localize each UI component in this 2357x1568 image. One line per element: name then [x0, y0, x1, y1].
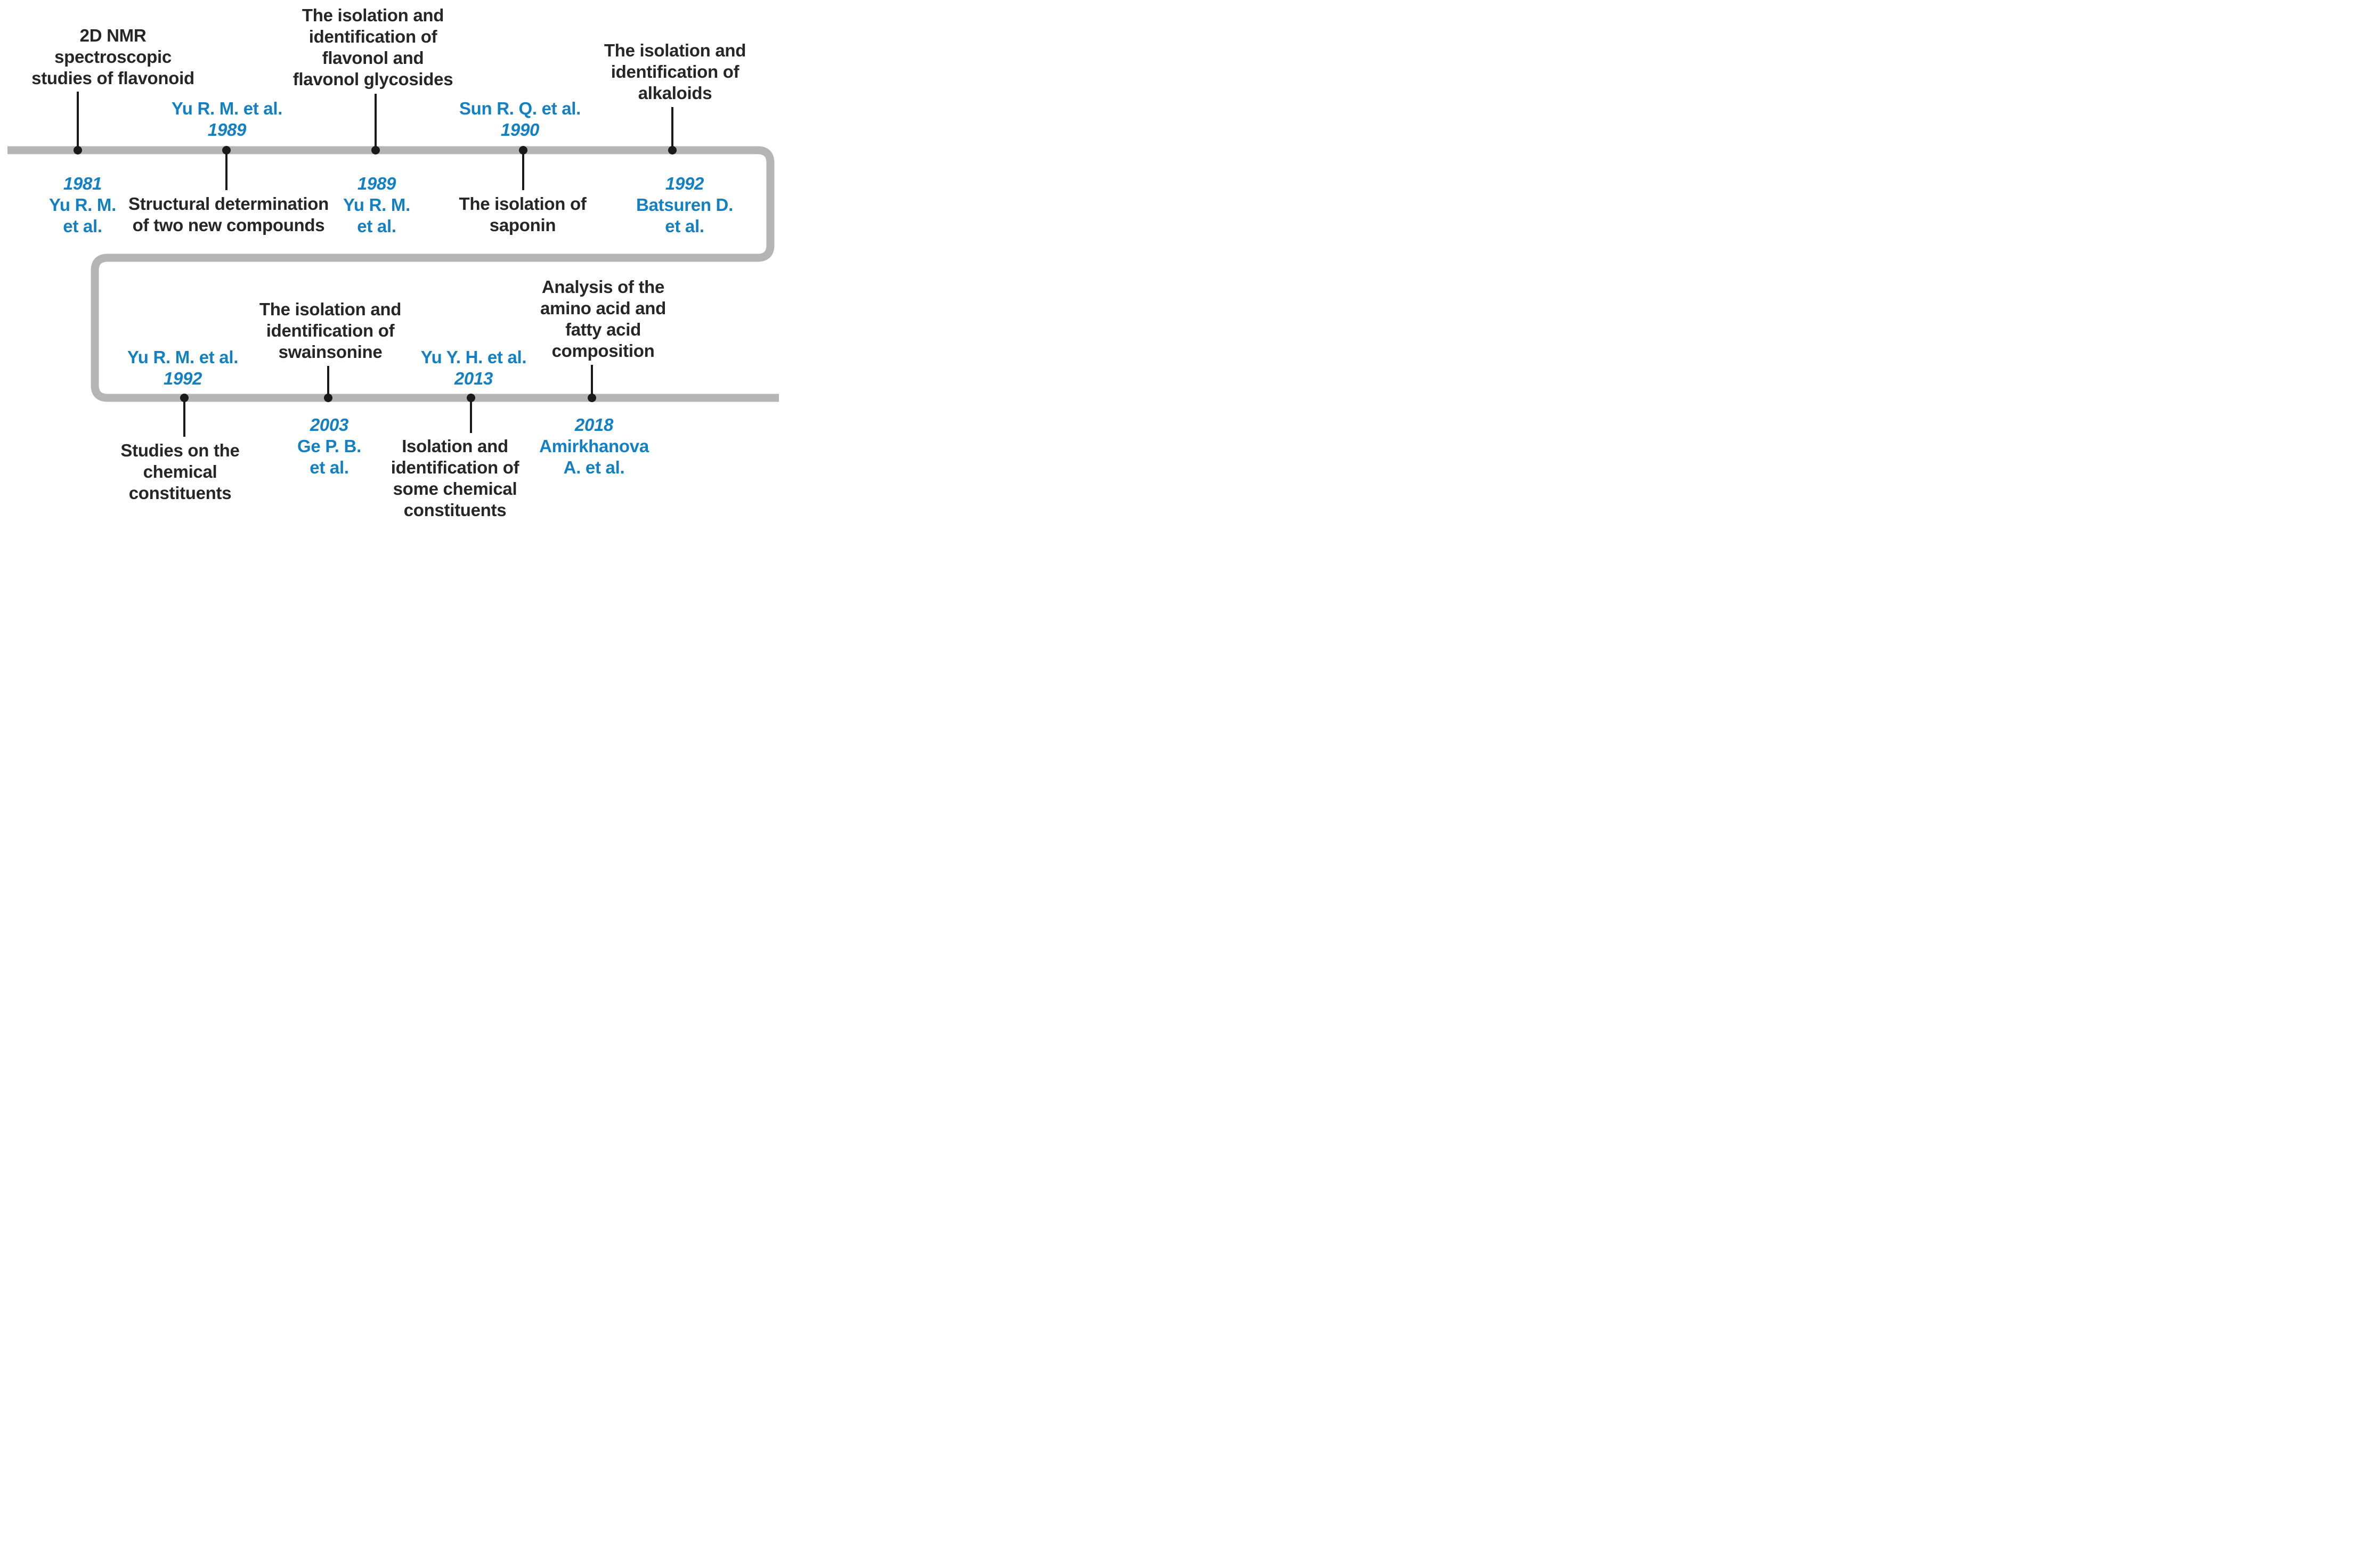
description-line: amino acid and	[540, 298, 667, 318]
milestone-citation: 2018 Amirkhanova A. et al.	[539, 414, 649, 478]
milestone-author: et al.	[357, 216, 396, 236]
milestone-author: Amirkhanova	[539, 436, 649, 456]
description-line: saponin	[489, 215, 556, 235]
milestone-citation: Yu Y. H. et al. 2013	[420, 347, 527, 389]
milestone-author: A. et al.	[563, 458, 625, 477]
milestone-description: The isolation and identification of alka…	[604, 40, 746, 104]
description-line: Studies on the	[120, 440, 240, 460]
milestone-year: 2013	[454, 369, 493, 388]
milestone-year: 1990	[500, 120, 540, 140]
timeline-node-dot	[467, 394, 475, 402]
milestone-author: Yu R. M. et al.	[171, 99, 283, 118]
milestone-description: The isolation of saponin	[459, 193, 586, 236]
milestone-description: Analysis of the amino acid and fatty aci…	[540, 276, 666, 362]
description-line: identification of	[391, 458, 519, 477]
description-line: Structural determination	[128, 194, 329, 214]
timeline-node-dot	[668, 146, 677, 154]
description-line: swainsonine	[278, 342, 383, 362]
milestone-author: et al.	[665, 216, 704, 236]
description-line: chemical	[143, 462, 217, 481]
milestone-year: 1989	[207, 120, 247, 140]
description-line: constituents	[403, 500, 507, 520]
milestone-year: 1992	[163, 369, 202, 388]
timeline-graphics	[7, 92, 779, 437]
milestone-author: Sun R. Q. et al.	[459, 99, 581, 118]
milestone-year: 1981	[63, 174, 102, 193]
milestone-citation: Yu R. M. et al. 1989	[171, 98, 283, 141]
description-line: The isolation of	[459, 194, 587, 214]
milestone-description: The isolation and identification of flav…	[293, 5, 453, 90]
milestone-citation: 2003 Ge P. B. et al.	[297, 414, 361, 478]
description-line: fatty acid	[565, 320, 641, 339]
description-line: of two new compounds	[132, 215, 325, 235]
description-line: Isolation and	[402, 436, 508, 456]
description-line: identification of	[611, 62, 739, 81]
milestone-description: The isolation and identification of swai…	[259, 299, 402, 363]
description-line: identification of	[266, 321, 395, 340]
milestone-author: Batsuren D.	[636, 195, 733, 215]
milestone-author: Yu Y. H. et al.	[420, 347, 527, 367]
milestone-citation: 1992 Batsuren D. et al.	[636, 173, 733, 237]
description-line: some chemical	[393, 479, 517, 499]
milestone-author: Yu R. M. et al.	[127, 347, 239, 367]
milestone-description: Isolation and identification of some che…	[391, 436, 519, 521]
timeline-diagram: 2D NMR spectroscopic studies of flavonoi…	[0, 0, 786, 522]
description-line: studies of flavonoid	[31, 68, 194, 88]
milestone-author: Yu R. M.	[343, 195, 410, 215]
milestone-author: et al.	[310, 458, 349, 477]
description-line: constituents	[128, 483, 232, 503]
description-line: identification of	[308, 27, 437, 46]
description-line: Analysis of the	[541, 277, 665, 297]
timeline-node-dot	[324, 394, 332, 402]
description-line: 2D NMR	[79, 26, 147, 45]
milestone-description: Structural determination of two new comp…	[128, 193, 329, 236]
milestone-citation: Sun R. Q. et al. 1990	[459, 98, 581, 141]
milestone-description: Studies on the chemical constituents	[120, 440, 239, 504]
milestone-description: 2D NMR spectroscopic studies of flavonoi…	[31, 25, 194, 89]
milestone-year: 1992	[665, 174, 704, 193]
description-line: The isolation and	[604, 40, 746, 60]
timeline-node-dot	[371, 146, 380, 154]
milestone-author: Yu R. M.	[49, 195, 116, 215]
milestone-author: et al.	[63, 216, 102, 236]
milestone-year: 1989	[357, 174, 396, 193]
description-line: flavonol glycosides	[292, 69, 453, 89]
timeline-node-dot	[588, 394, 596, 402]
description-line: flavonol and	[322, 48, 424, 68]
timeline-track	[7, 146, 779, 402]
timeline-node-dot	[222, 146, 231, 154]
description-line: alkaloids	[638, 83, 712, 103]
description-line: The isolation and	[259, 299, 402, 319]
timeline-node-dot	[519, 146, 527, 154]
milestone-year: 2018	[574, 415, 614, 435]
milestone-citation: 1989 Yu R. M. et al.	[343, 173, 410, 237]
description-line: composition	[551, 341, 655, 361]
description-line: spectroscopic	[54, 47, 172, 67]
timeline-node-dot	[74, 146, 82, 154]
milestone-author: Ge P. B.	[297, 436, 361, 456]
milestone-year: 2003	[310, 415, 349, 435]
timeline-node-dot	[180, 394, 189, 402]
milestone-citation: Yu R. M. et al. 1992	[127, 347, 239, 389]
description-line: The isolation and	[302, 5, 444, 25]
milestone-citation: 1981 Yu R. M. et al.	[49, 173, 116, 237]
